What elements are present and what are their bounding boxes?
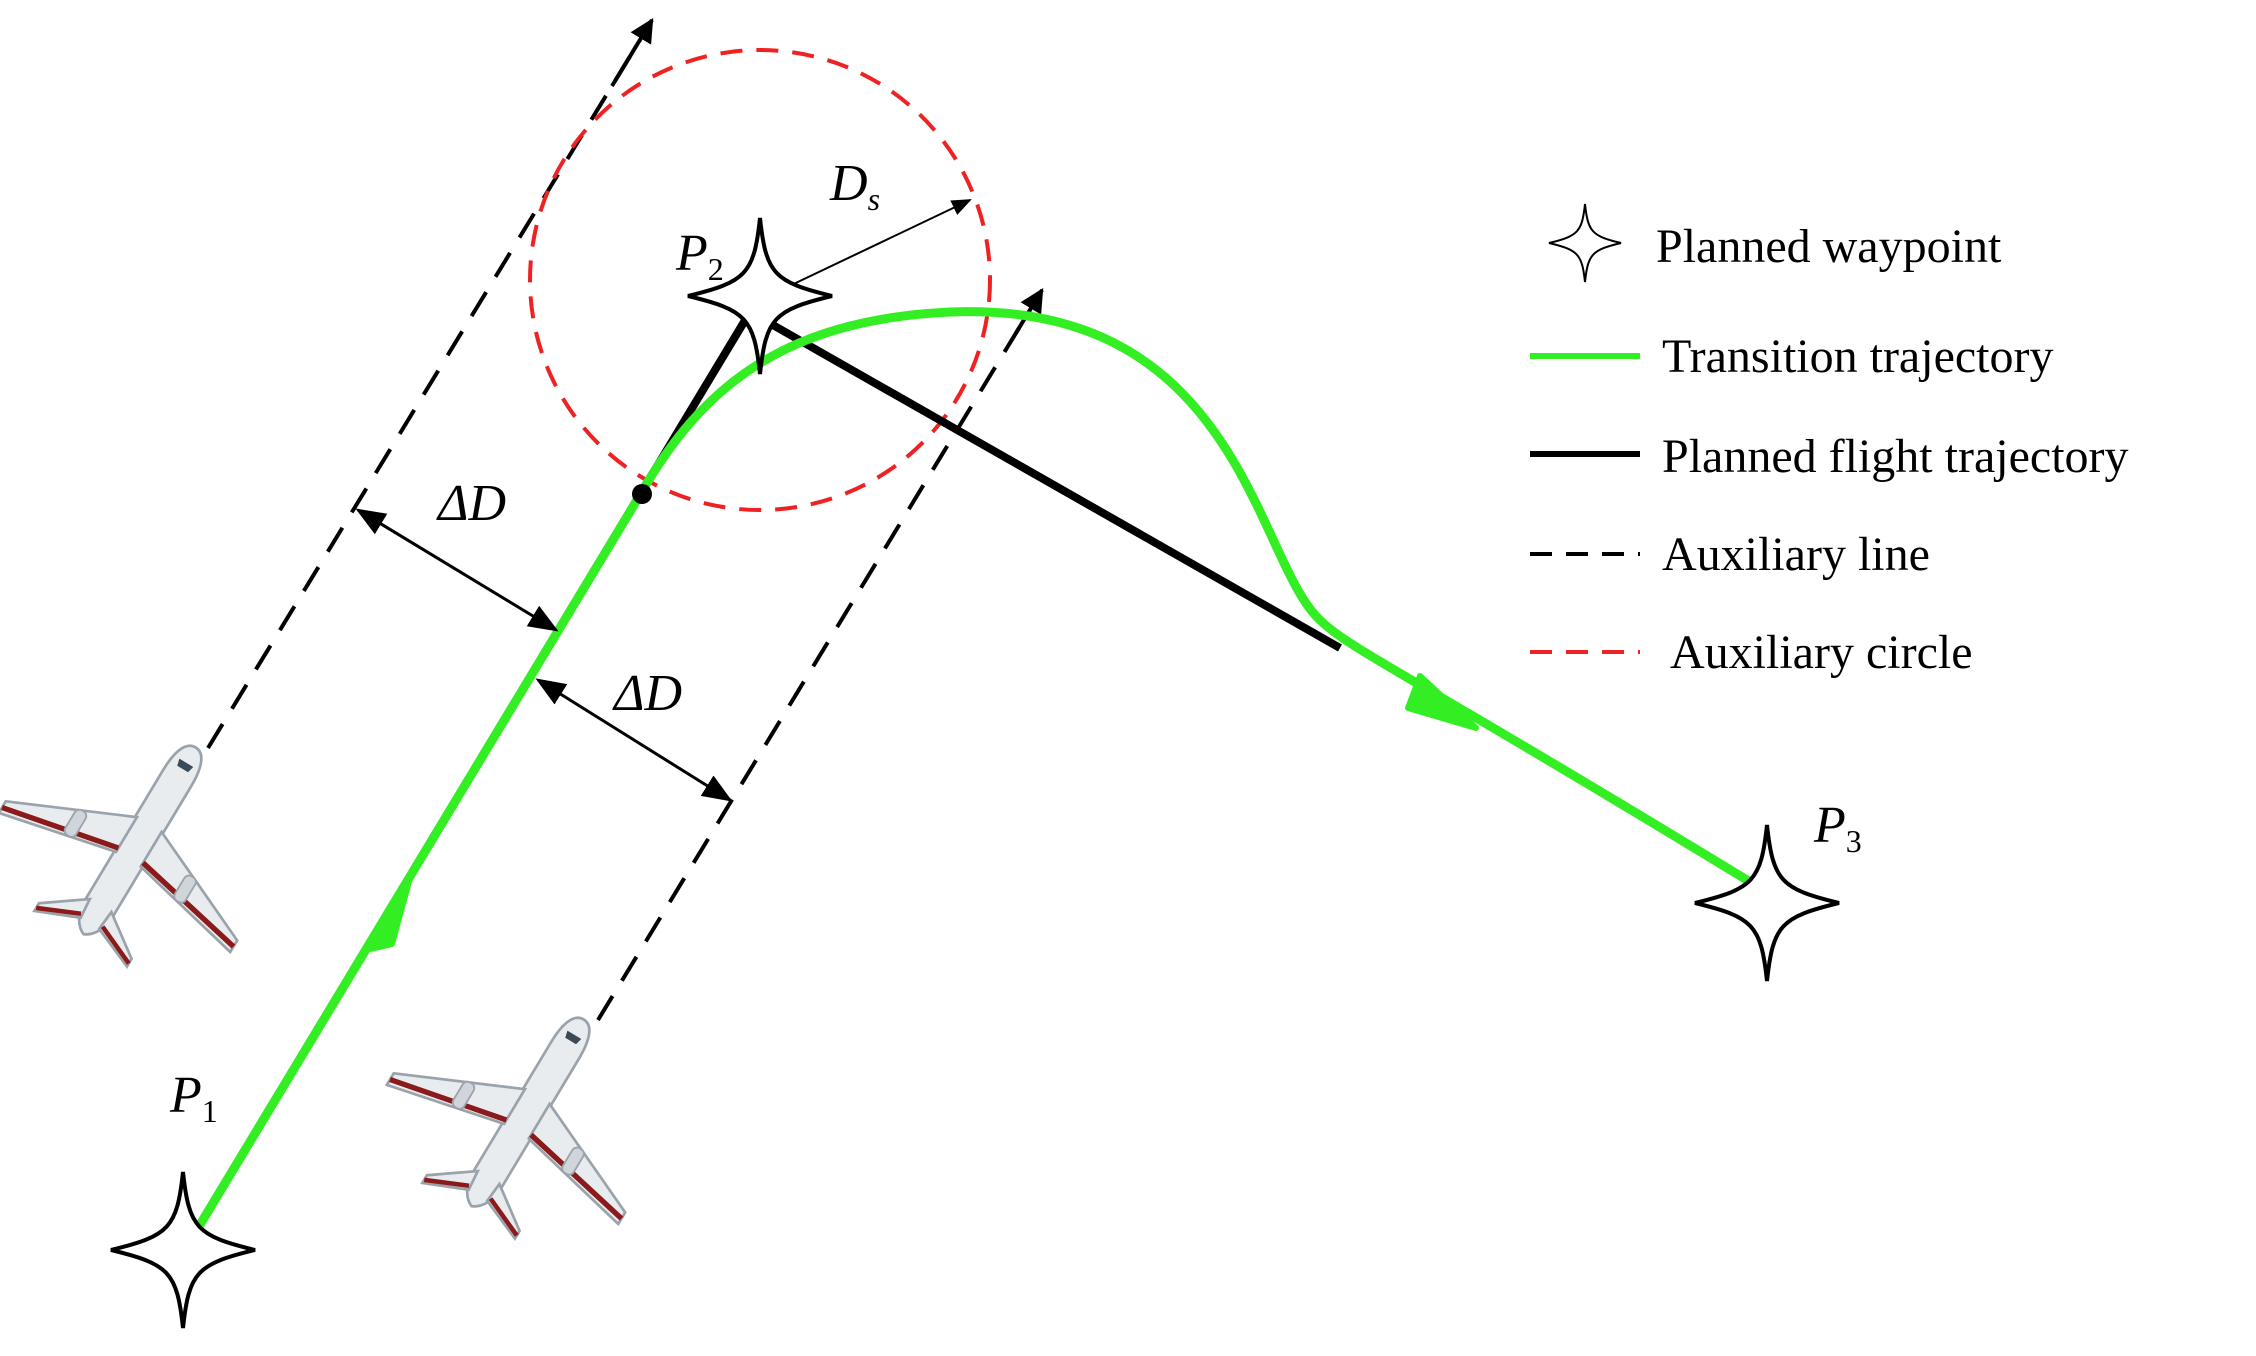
tangent-point [632, 484, 652, 504]
waypoint-star-icon [1548, 203, 1622, 283]
transition-arrow-upward [363, 875, 413, 953]
delta-d-upper-arrow [355, 508, 559, 632]
auxiliary-line-left-arrowhead [610, 17, 654, 88]
label-delta-d-upper: ΔD [436, 475, 506, 532]
label-delta-d-lower: ΔD [612, 665, 682, 722]
legend: Planned waypoint Transition trajectory P… [1530, 203, 2129, 679]
legend-item-auxiliary-circle: Auxiliary circle [1530, 626, 1973, 679]
label-ds: Ds [829, 155, 880, 217]
aircraft-left-icon [0, 678, 311, 1008]
legend-label-auxiliary-line: Auxiliary line [1662, 528, 1930, 581]
auxiliary-line-left [206, 38, 642, 750]
legend-label-planned: Planned flight trajectory [1662, 430, 2129, 483]
auxiliary-line-right-arrowhead [1014, 287, 1044, 335]
legend-label-waypoint: Planned waypoint [1656, 220, 2002, 273]
legend-item-planned: Planned flight trajectory [1530, 430, 2129, 483]
auxiliary-circle [528, 48, 992, 512]
waypoint-p1-icon [109, 1170, 257, 1330]
transition-arrow-downward [1405, 673, 1479, 731]
aircraft-right-icon [353, 950, 699, 1280]
legend-label-auxiliary-circle: Auxiliary circle [1670, 626, 1973, 679]
label-p2: P2 [675, 225, 724, 287]
legend-item-transition: Transition trajectory [1530, 330, 2054, 383]
delta-d-lower-arrow [535, 678, 733, 802]
legend-label-transition: Transition trajectory [1662, 330, 2054, 383]
label-p3: P3 [1813, 797, 1862, 859]
label-p1: P1 [169, 1067, 218, 1129]
legend-item-waypoint: Planned waypoint [1548, 203, 2002, 283]
legend-item-auxiliary-line: Auxiliary line [1530, 528, 1930, 581]
planned-flight-trajectory [194, 308, 1342, 1231]
